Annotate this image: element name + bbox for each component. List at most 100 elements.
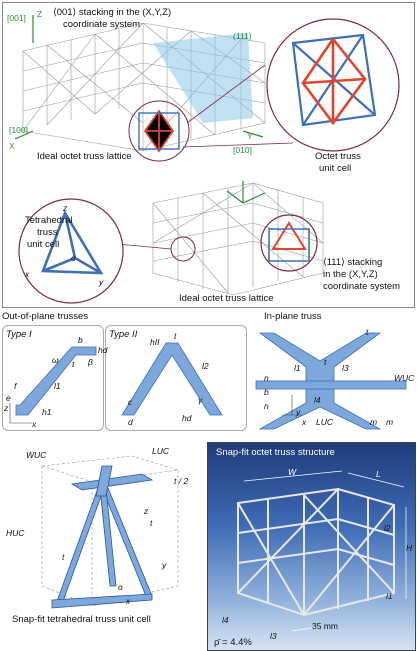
sym-gamma: γ xyxy=(198,395,203,405)
inplane-title: In-plane truss xyxy=(264,311,322,322)
ideal-lattice-label-1: Ideal octet truss lattice xyxy=(37,151,132,162)
oop-title: Out-of-plane trusses xyxy=(2,311,89,322)
cell-luc: LUC xyxy=(152,446,170,456)
sym-m-1: m xyxy=(370,417,378,427)
sym-t-2: t xyxy=(174,331,177,341)
sym-m-2: m xyxy=(386,417,394,427)
photo-l1: l1 xyxy=(386,591,393,601)
stack-111-label-3: coordinate system xyxy=(323,281,401,292)
type2-profile xyxy=(121,342,223,416)
photo-lattice xyxy=(237,470,407,632)
tetra-y-label: y xyxy=(99,277,104,287)
photo-L: L xyxy=(376,469,381,479)
sym-t-1: t xyxy=(72,359,75,369)
tetra-label-3: unit cell xyxy=(27,239,60,250)
tetra-o-label: o xyxy=(71,253,76,263)
sym-t-3: t xyxy=(366,327,369,337)
cell-t-2: t xyxy=(62,552,65,562)
tetra-label-2: truss xyxy=(37,227,58,238)
inplane-profile xyxy=(255,332,407,430)
sym-z-1: z xyxy=(4,403,9,413)
photo-title: Snap-fit octet truss structure xyxy=(216,447,335,458)
cell-o: o xyxy=(118,582,123,592)
cell-huc: HUC xyxy=(6,528,25,538)
sym-b-ip: b xyxy=(264,387,269,397)
sym-f: f xyxy=(14,381,17,391)
miller-111-label: (111) xyxy=(233,31,252,41)
sym-n-1: n xyxy=(264,373,269,383)
lattice-drawing xyxy=(14,15,400,304)
snap-fit-tetra-struts xyxy=(51,465,154,609)
sym-omega: ω xyxy=(52,355,59,365)
axis-001-label: [001] xyxy=(7,13,26,23)
sym-c: c xyxy=(128,397,133,407)
octet-lattice-111 xyxy=(152,182,324,296)
tetra-z-label: z xyxy=(63,203,68,213)
label-001-stacking: ⟨001⟩ stacking in the (X,Y,Z) xyxy=(53,7,172,18)
sym-b: b xyxy=(78,335,83,345)
octet-cell-label-2: unit cell xyxy=(319,163,352,174)
sym-t-4: t xyxy=(324,357,327,367)
sym-luc: LUC xyxy=(316,417,334,427)
ideal-lattice-label-2: Ideal octet truss lattice xyxy=(179,293,274,304)
axis-Z-label: Z xyxy=(37,9,43,19)
sym-l1: l1 xyxy=(54,381,61,391)
photo-l2: l2 xyxy=(384,523,391,533)
axis-010-label: [010] xyxy=(233,145,252,155)
type2-box xyxy=(105,325,247,431)
sym-hii: hII xyxy=(150,337,160,347)
sym-h1: h1 xyxy=(42,407,52,417)
sym-x-1: x xyxy=(32,419,37,429)
cell-wuc: WUC xyxy=(26,450,47,460)
axis-X-label: X xyxy=(9,141,15,151)
photo-W: W xyxy=(288,467,297,477)
sym-x-ip: x xyxy=(302,417,307,427)
type1-box xyxy=(2,325,104,431)
axis-Y-label: Y xyxy=(247,131,253,141)
octet-cell-small xyxy=(143,109,175,153)
type1-label: Type I xyxy=(6,329,32,340)
lattice-overview-panel: ⟨001⟩ stacking in the (X,Y,Z) coordinate… xyxy=(2,2,415,308)
sym-l4: l4 xyxy=(314,395,321,405)
octet-111-circle xyxy=(260,214,318,272)
tetra-label-1: Tetrahedral xyxy=(25,215,73,226)
cell-y: y xyxy=(162,560,167,570)
type2-label: Type II xyxy=(109,329,138,340)
photo-l4: l4 xyxy=(222,615,229,625)
truss-profiles xyxy=(9,332,407,430)
snap-fit-cell-drawing xyxy=(41,455,179,609)
truss-geometry-panel: Out-of-plane trusses In-plane truss Type… xyxy=(2,311,415,432)
tetra-x-label: x xyxy=(25,269,30,279)
plane-111 xyxy=(153,33,253,123)
sym-e: e xyxy=(6,393,11,403)
octet-lattice-001 xyxy=(22,22,266,152)
photo-H: H xyxy=(406,543,413,553)
snap-fit-photo: Snap-fit octet truss structure W L H l2 … xyxy=(207,442,416,651)
type1-profile xyxy=(15,346,97,416)
tetrahedral-unit-cell xyxy=(41,210,104,275)
label-001-coord: coordinate system xyxy=(63,19,141,30)
sym-wuc: WUC xyxy=(394,373,415,383)
cell-z: z xyxy=(144,506,149,516)
sym-l3: l3 xyxy=(342,363,349,373)
sym-beta: β xyxy=(88,357,93,367)
photo-l3: l3 xyxy=(270,631,277,641)
axis-100-label: [100] xyxy=(9,125,28,135)
tetra-zoom-circle xyxy=(18,198,124,304)
sym-d: d xyxy=(128,417,133,427)
sym-hd-2: hd xyxy=(182,413,192,423)
cell-caption: Snap-fit tetrahedral truss unit cell xyxy=(12,614,151,625)
sym-l1-ip: l1 xyxy=(294,363,301,373)
stack-111-label-1: ⟨111⟩ stacking xyxy=(323,257,383,268)
stack-111-label-2: in the (X,Y,Z) xyxy=(323,269,378,280)
sym-hd: hd xyxy=(98,345,108,355)
sym-n-2: n xyxy=(264,401,269,411)
octet-cell-label-1: Octet truss xyxy=(315,151,361,162)
sym-l2: l2 xyxy=(202,361,209,371)
snap-fit-panel: WUC LUC t / 2 HUC t t z y x o Snap-fit t… xyxy=(2,436,416,651)
cell-highlight-circle xyxy=(128,100,190,162)
sym-y-ip: y xyxy=(296,407,301,417)
cell-x: x xyxy=(126,596,131,606)
cell-t-1: t xyxy=(150,518,153,528)
cell-t2: t / 2 xyxy=(174,476,189,486)
